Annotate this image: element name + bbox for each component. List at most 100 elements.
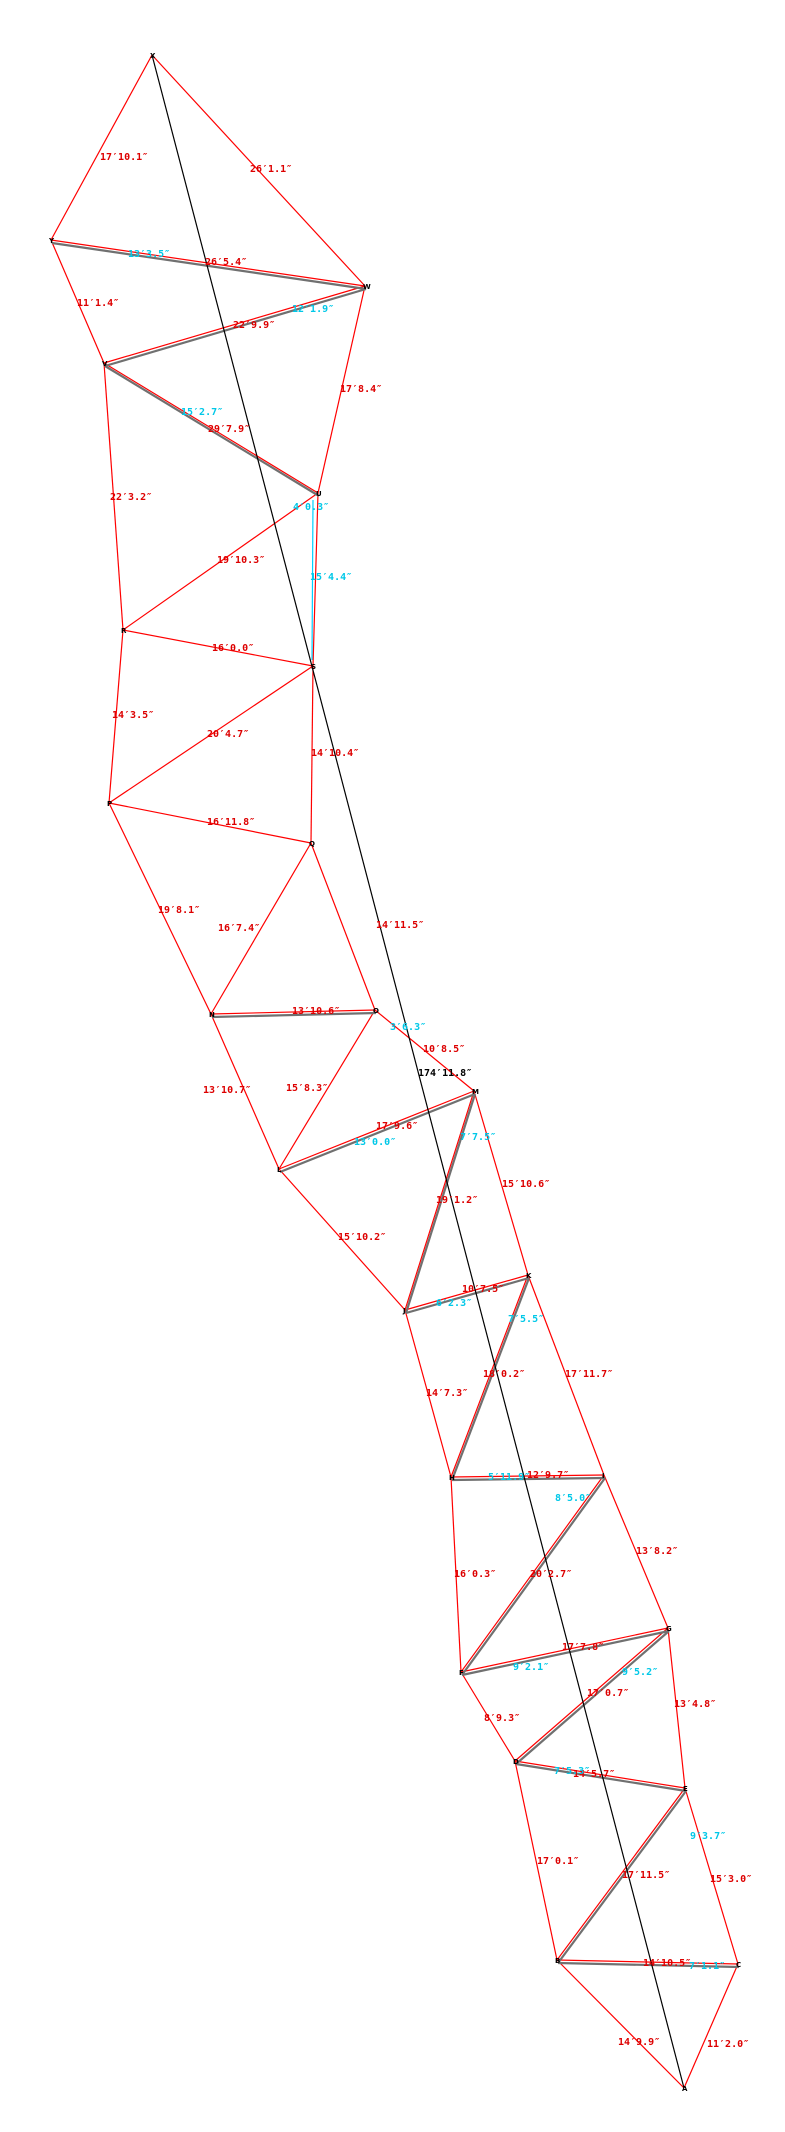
offset-length-label: 6′2.3″ bbox=[436, 1298, 472, 1309]
edge-length-label: 14′10.5″ bbox=[643, 1958, 691, 1969]
node-label-U: U bbox=[316, 490, 322, 498]
truss-edge-KI bbox=[527, 1274, 605, 1476]
edge-length-label: 16′0.3″ bbox=[454, 1569, 496, 1580]
node-label-D: D bbox=[513, 1758, 519, 1766]
truss-edge-VR bbox=[103, 362, 124, 631]
offset-edge-JK bbox=[405, 1276, 530, 1315]
node-label-C: C bbox=[736, 1961, 741, 1969]
edge-length-label: 17′11.5″ bbox=[622, 1870, 670, 1881]
edge-length-label: 14′7.3″ bbox=[426, 1388, 468, 1399]
edge-length-label: 14′3.5″ bbox=[112, 710, 154, 721]
node-label-A: A bbox=[682, 2085, 688, 2093]
edge-length-label: 17′11.7″ bbox=[565, 1369, 613, 1380]
offset-edge-BC bbox=[557, 1961, 740, 1969]
offset-length-label: 15′4.4″ bbox=[310, 572, 352, 583]
truss-edge-HI bbox=[450, 1474, 605, 1478]
offset-length-label: 7′5.5″ bbox=[508, 1314, 544, 1325]
edge-length-label: 17′0.1″ bbox=[537, 1856, 579, 1867]
truss-edge-PS bbox=[108, 665, 314, 804]
edge-length-label: 16′0.0″ bbox=[212, 643, 254, 654]
edge-length-label: 29′7.9″ bbox=[208, 424, 250, 435]
truss-edge-RS bbox=[122, 629, 314, 667]
offset-edge-VU bbox=[104, 365, 320, 497]
offset-length-label: 9′3.7″ bbox=[690, 1831, 726, 1842]
truss-edge-HK bbox=[450, 1274, 529, 1478]
truss-edge-CA bbox=[683, 1963, 739, 2089]
node-label-K: K bbox=[526, 1272, 532, 1280]
truss-edge-NQ bbox=[210, 842, 312, 1015]
main-axis-line bbox=[151, 54, 685, 2089]
truss-edge-PQ bbox=[108, 802, 312, 844]
node-label-S: S bbox=[311, 663, 316, 671]
offset-length-label: 3′6.3″ bbox=[390, 1022, 426, 1033]
node-label-E: E bbox=[683, 1785, 688, 1793]
edge-length-label: 8′9.3″ bbox=[484, 1713, 520, 1724]
truss-edge-DB bbox=[514, 1760, 558, 1961]
axis-length-label: 174′11.8″ bbox=[418, 1068, 472, 1079]
truss-edge-JK bbox=[404, 1274, 529, 1311]
offset-length-label: 9′5.2″ bbox=[622, 1667, 658, 1678]
offset-length-label: 7′7.5″ bbox=[460, 1132, 496, 1143]
edge-length-label: 17′9.6″ bbox=[376, 1121, 418, 1132]
offset-edge-EB bbox=[557, 1790, 687, 1964]
truss-edge-BC bbox=[556, 1959, 739, 1965]
edge-length-label: 17′7.8″ bbox=[562, 1642, 604, 1653]
node-label-V: V bbox=[102, 360, 108, 368]
truss-edge-VU bbox=[103, 362, 319, 494]
offset-edge-KH bbox=[450, 1277, 531, 1481]
edge-length-label: 17′0.7″ bbox=[587, 1688, 629, 1699]
offset-length-label: 9′2.1″ bbox=[513, 1662, 549, 1673]
truss-edge-RU bbox=[122, 492, 319, 631]
truss-edge-MK bbox=[473, 1090, 529, 1276]
edge-length-label: 15′3.0″ bbox=[710, 1874, 752, 1885]
truss-edge-LJ bbox=[278, 1168, 406, 1311]
offset-edge-FG bbox=[461, 1629, 670, 1677]
edge-length-label: 22′9.9″ bbox=[233, 320, 275, 331]
offset-length-label: 13′0.0″ bbox=[354, 1137, 396, 1148]
truss-edge-VW bbox=[103, 285, 366, 364]
offset-edge-DE bbox=[515, 1762, 687, 1793]
truss-edge-BE bbox=[556, 1787, 686, 1961]
edge-length-label: 17′8.4″ bbox=[340, 384, 382, 395]
offset-edge-HI bbox=[451, 1476, 606, 1482]
truss-edge-FG bbox=[460, 1627, 669, 1673]
truss-edge-XW bbox=[151, 54, 366, 287]
edge-length-label: 20′4.7″ bbox=[207, 729, 249, 740]
edge-length-label: 19′1.2″ bbox=[436, 1195, 478, 1206]
offset-length-label: 13′3.5″ bbox=[128, 249, 170, 260]
node-label-F: F bbox=[459, 1669, 464, 1677]
offset-edge-LM bbox=[279, 1092, 476, 1174]
truss-edge-FI bbox=[460, 1474, 605, 1673]
truss-edge-QO bbox=[310, 842, 376, 1011]
node-label-Q: Q bbox=[309, 840, 315, 848]
node-label-X: X bbox=[150, 52, 156, 60]
truss-edge-US bbox=[312, 492, 319, 667]
node-label-I: I bbox=[602, 1472, 605, 1480]
edge-length-label: 10′7.5″ bbox=[462, 1284, 504, 1295]
truss-edge-FD bbox=[460, 1671, 516, 1762]
offset-edge-IF bbox=[461, 1477, 606, 1676]
edge-length-label: 20′2.7″ bbox=[530, 1569, 572, 1580]
truss-edge-LM bbox=[278, 1090, 475, 1170]
edge-length-label: 11′2.0″ bbox=[707, 2039, 749, 2050]
truss-edge-LO bbox=[278, 1009, 376, 1170]
node-label-N: N bbox=[209, 1011, 215, 1019]
truss-edge-DE bbox=[514, 1760, 686, 1789]
offset-edge-YW bbox=[51, 241, 367, 291]
edge-length-label: 18′0.2″ bbox=[483, 1369, 525, 1380]
edge-length-label: 14′9.9″ bbox=[618, 2037, 660, 2048]
offset-length-label: 15′2.7″ bbox=[181, 407, 223, 418]
edge-length-label: 16′11.8″ bbox=[207, 817, 255, 828]
offset-edge-MJ bbox=[404, 1093, 477, 1314]
node-label-W: W bbox=[363, 283, 371, 291]
edge-length-label: 26′5.4″ bbox=[205, 257, 247, 268]
offset-edge-GD bbox=[515, 1630, 670, 1765]
truss-edge-WU bbox=[317, 285, 366, 494]
edge-length-label: 13′10.6″ bbox=[292, 1006, 340, 1017]
node-label-P: P bbox=[107, 800, 112, 808]
truss-edge-IG bbox=[603, 1474, 669, 1629]
edge-length-label: 19′10.3″ bbox=[217, 555, 265, 566]
node-label-H: H bbox=[449, 1474, 455, 1482]
edge-length-label: 19′8.1″ bbox=[158, 905, 200, 916]
